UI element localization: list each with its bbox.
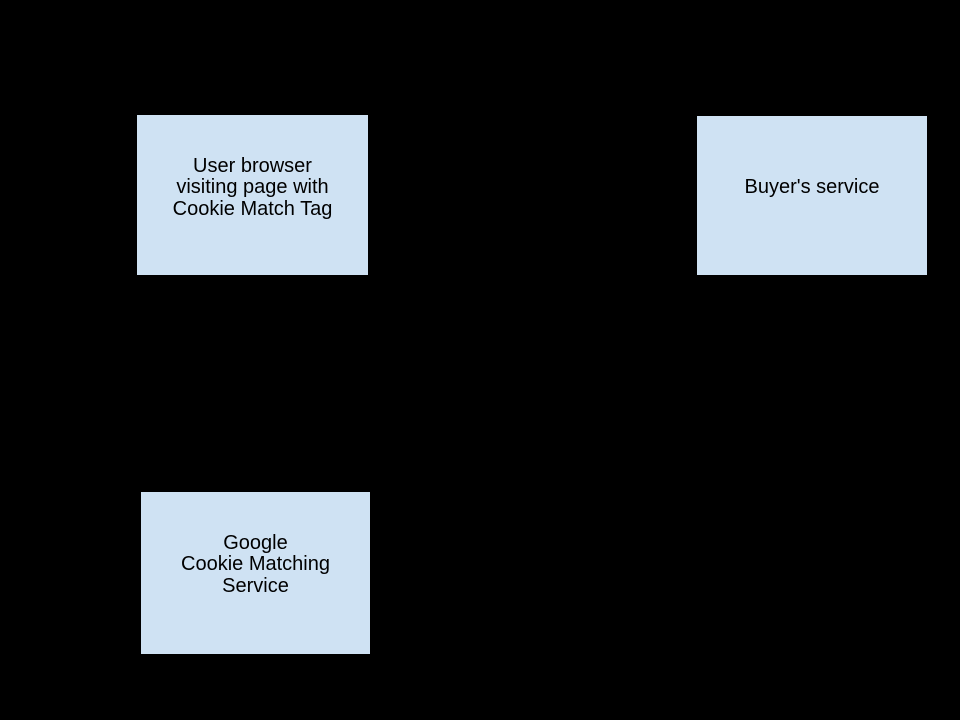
node-buyers-service-label: Buyer's service	[744, 175, 880, 198]
node-google-cookie-matching-service-label: Google Cookie Matching Service	[181, 531, 330, 597]
node-google-cookie-matching-service: Google Cookie Matching Service	[140, 491, 371, 655]
node-buyers-service: Buyer's service	[696, 115, 928, 276]
node-user-browser-label: User browser visiting page with Cookie M…	[172, 154, 333, 220]
node-user-browser: User browser visiting page with Cookie M…	[136, 114, 369, 276]
